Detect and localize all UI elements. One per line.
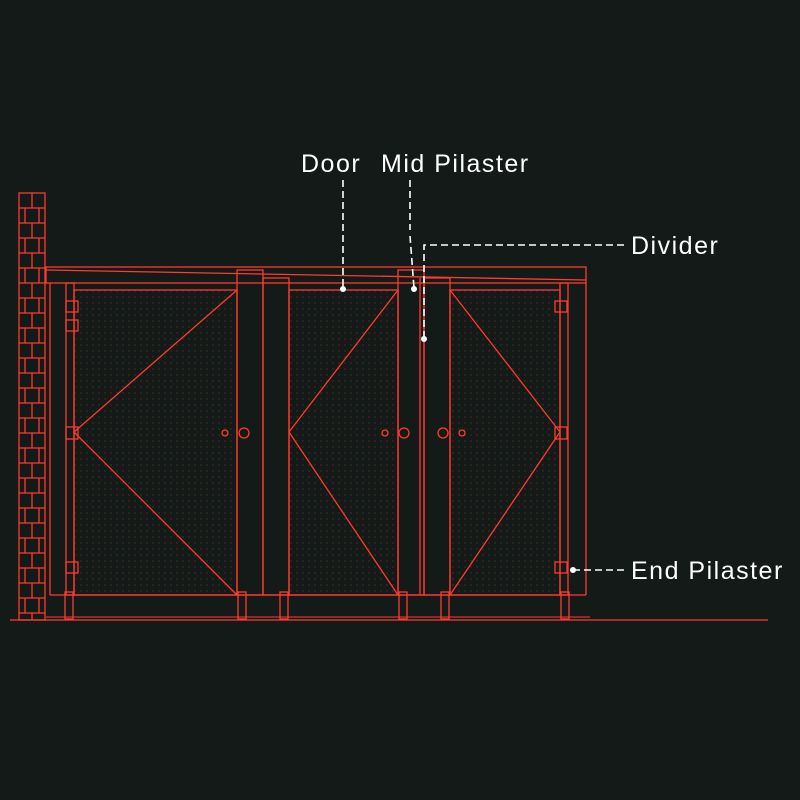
latch: [437, 427, 449, 439]
hinge: [65, 319, 79, 332]
hinge: [65, 300, 79, 313]
door-right: [449, 289, 561, 596]
leader-lines: [342, 180, 626, 571]
shoe: [237, 591, 247, 620]
latch: [221, 429, 229, 437]
latch: [458, 429, 466, 437]
leader-divider: [423, 244, 624, 338]
hinge: [554, 426, 568, 440]
label-door: Door: [301, 150, 361, 178]
shoe: [440, 591, 450, 620]
label-mid-pilaster: Mid Pilaster: [381, 150, 530, 178]
mid-pilaster-2: [262, 277, 290, 596]
hinge: [554, 300, 568, 313]
shoe: [279, 591, 289, 620]
latch: [238, 427, 250, 439]
leader-mid-pilaster-2: [409, 235, 415, 289]
label-end-pilaster: End Pilaster: [631, 557, 784, 585]
hinge: [65, 426, 79, 440]
pilaster-shoes: [64, 591, 570, 620]
door-left: [73, 289, 238, 596]
pilasters: [65, 269, 569, 596]
brick-wall: [18, 192, 46, 621]
door-middle: [288, 289, 399, 596]
shoe: [64, 591, 74, 620]
latch: [398, 427, 410, 439]
hinge: [65, 561, 79, 574]
shoe: [560, 591, 570, 620]
leader-dots: [340, 286, 576, 573]
door-panels: [73, 289, 561, 596]
label-divider: Divider: [631, 232, 719, 260]
shoe: [398, 591, 408, 620]
latch-hardware: [221, 427, 466, 439]
mid-pilaster-4: [423, 277, 451, 596]
latch: [381, 429, 389, 437]
hinge: [554, 561, 568, 574]
hinges: [65, 300, 568, 574]
